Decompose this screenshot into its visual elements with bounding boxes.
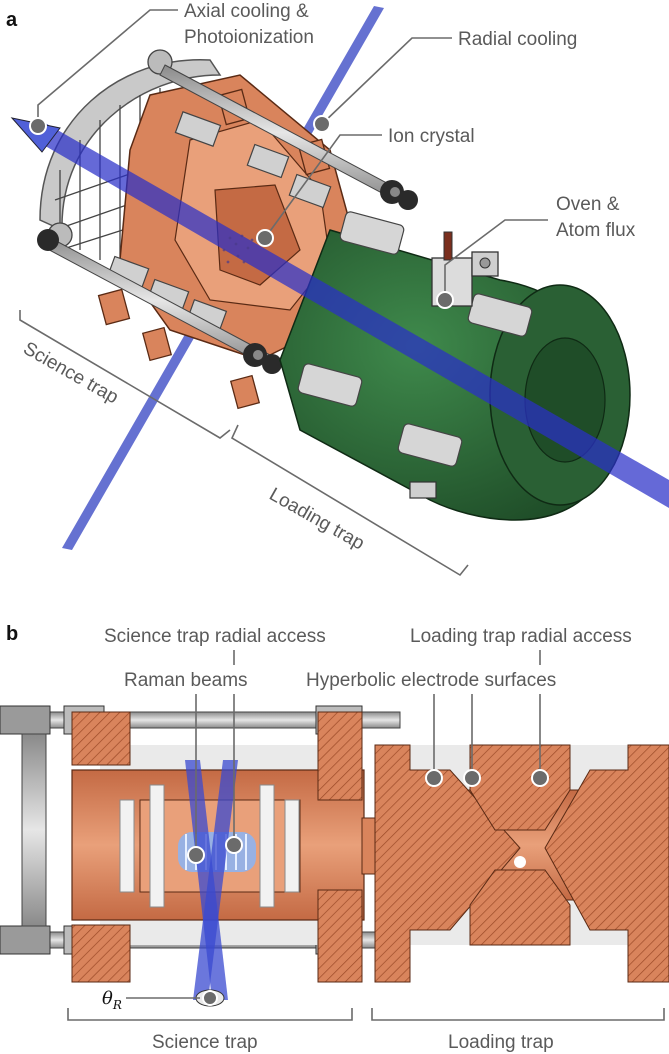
loading-trap-section bbox=[374, 744, 669, 983]
callout-ion: Ion crystal bbox=[256, 126, 475, 247]
loading-trap-label-b: Loading trap bbox=[448, 1032, 554, 1053]
callout-axial: Axial cooling & Photoionization bbox=[29, 1, 314, 135]
bracket-loading-b: Loading trap bbox=[371, 1008, 665, 1053]
oven-label: Oven & bbox=[556, 194, 620, 215]
panel-a-label: a bbox=[6, 9, 18, 31]
axial-cooling-beam bbox=[35, 120, 669, 508]
panel-a: a bbox=[6, 1, 669, 577]
loading-trap-label-a: Loading trap bbox=[266, 484, 368, 554]
bracket-science-b: Science trap bbox=[67, 1008, 353, 1053]
panel-b-label: b bbox=[6, 623, 18, 645]
raman-beams-label: Raman beams bbox=[124, 670, 248, 691]
threaded-rods bbox=[37, 64, 418, 374]
hyperbolic-label: Hyperbolic electrode surfaces bbox=[306, 670, 556, 691]
photoionization-label: Photoionization bbox=[184, 27, 314, 48]
science-radial-access-label: Science trap radial access bbox=[104, 626, 326, 647]
ion-crystal bbox=[222, 234, 254, 264]
theta-label: θR bbox=[102, 988, 122, 1012]
ion-crystal-label: Ion crystal bbox=[388, 126, 475, 147]
loading-radial-access-label: Loading trap radial access bbox=[410, 626, 632, 647]
callout-oven: Oven & Atom flux bbox=[436, 194, 636, 309]
atom-flux-label: Atom flux bbox=[556, 220, 636, 241]
panel-b: b Science trap radial access Loading tra… bbox=[0, 623, 669, 1053]
science-trap-label-b: Science trap bbox=[152, 1032, 258, 1053]
frame-post bbox=[21, 733, 47, 927]
science-trap-label-a: Science trap bbox=[20, 338, 122, 408]
axial-cooling-label: Axial cooling & bbox=[184, 1, 309, 22]
radial-cooling-label: Radial cooling bbox=[458, 29, 577, 50]
callouts-b bbox=[126, 650, 549, 1006]
callout-radial: Radial cooling bbox=[313, 29, 577, 133]
